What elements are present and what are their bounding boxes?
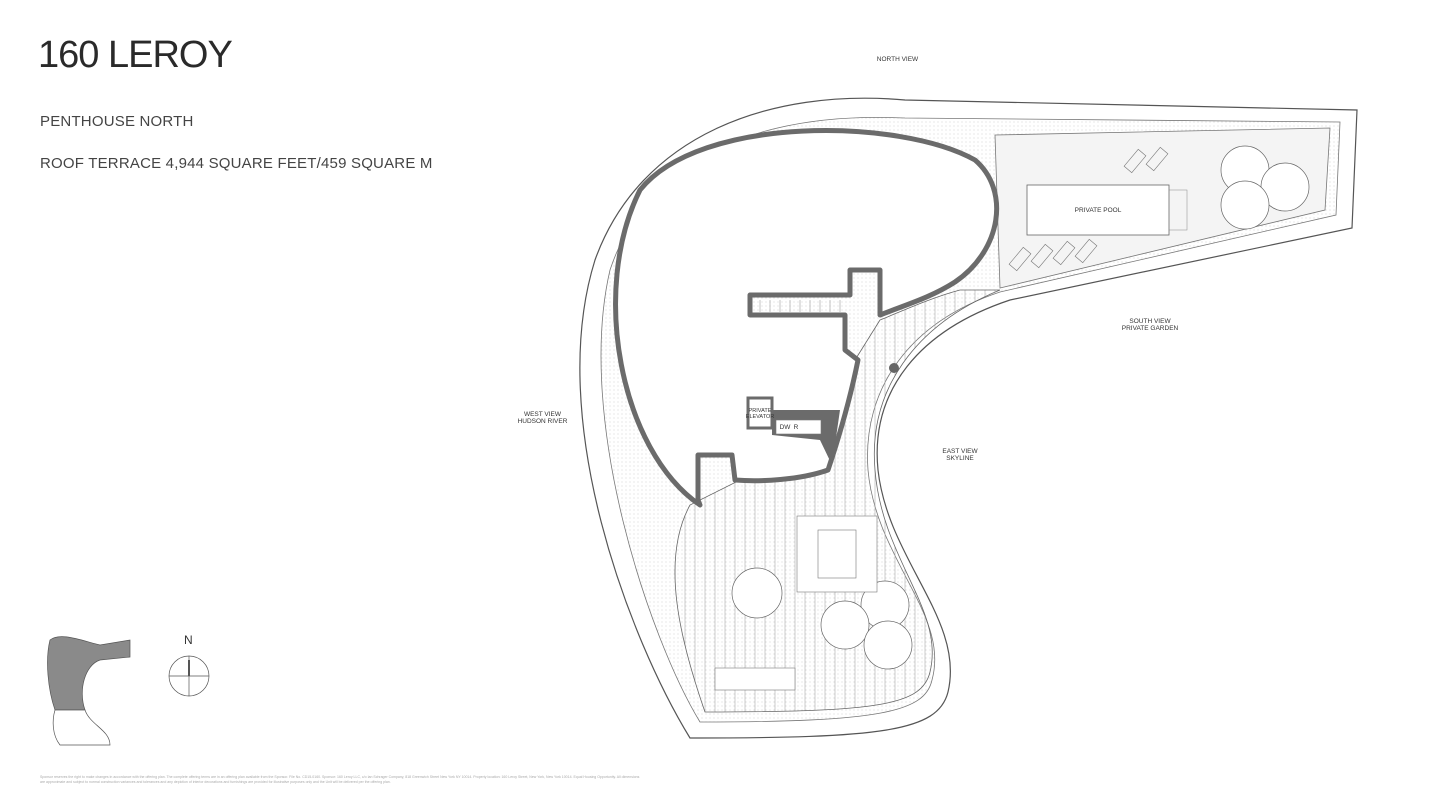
dishwasher-label: DW [779, 424, 791, 431]
unit-name: PENTHOUSE NORTH [40, 113, 194, 130]
dining-table [817, 529, 857, 579]
east-view-line2: SKYLINE [946, 455, 974, 462]
refrigerator-label: R [793, 424, 799, 431]
building-title: 160 LEROY [38, 34, 233, 76]
trees [731, 145, 1310, 670]
west-view-line1: WEST VIEW [523, 411, 562, 418]
west-view-line2: HUDSON RIVER [517, 418, 568, 425]
column [889, 363, 899, 373]
key-plan [47, 636, 131, 746]
north-view-label: NORTH VIEW [876, 56, 919, 63]
compass-icon [168, 655, 210, 697]
legal-disclaimer: Sponsor reserves the right to make chang… [40, 775, 640, 784]
elevator-line2: ELEVATOR [745, 414, 775, 420]
south-view-line1: SOUTH VIEW [1129, 318, 1171, 325]
lounge-chairs [1008, 146, 1169, 272]
private-pool [1026, 184, 1170, 236]
south-view-line2: PRIVATE GARDEN [1121, 325, 1179, 332]
stairs [759, 300, 841, 312]
pool-steps [1168, 189, 1188, 231]
private-pool-label: PRIVATE POOL [1074, 207, 1122, 214]
long-table [714, 667, 796, 691]
terrace-area: ROOF TERRACE 4,944 SQUARE FEET/459 SQUAR… [40, 155, 433, 172]
kitchen-counter [775, 419, 822, 435]
compass-north-label: N [184, 633, 193, 647]
outdoor-furniture [714, 515, 878, 691]
east-view-line1: EAST VIEW [942, 448, 978, 455]
elevator-line1: PRIVATE [748, 408, 772, 414]
